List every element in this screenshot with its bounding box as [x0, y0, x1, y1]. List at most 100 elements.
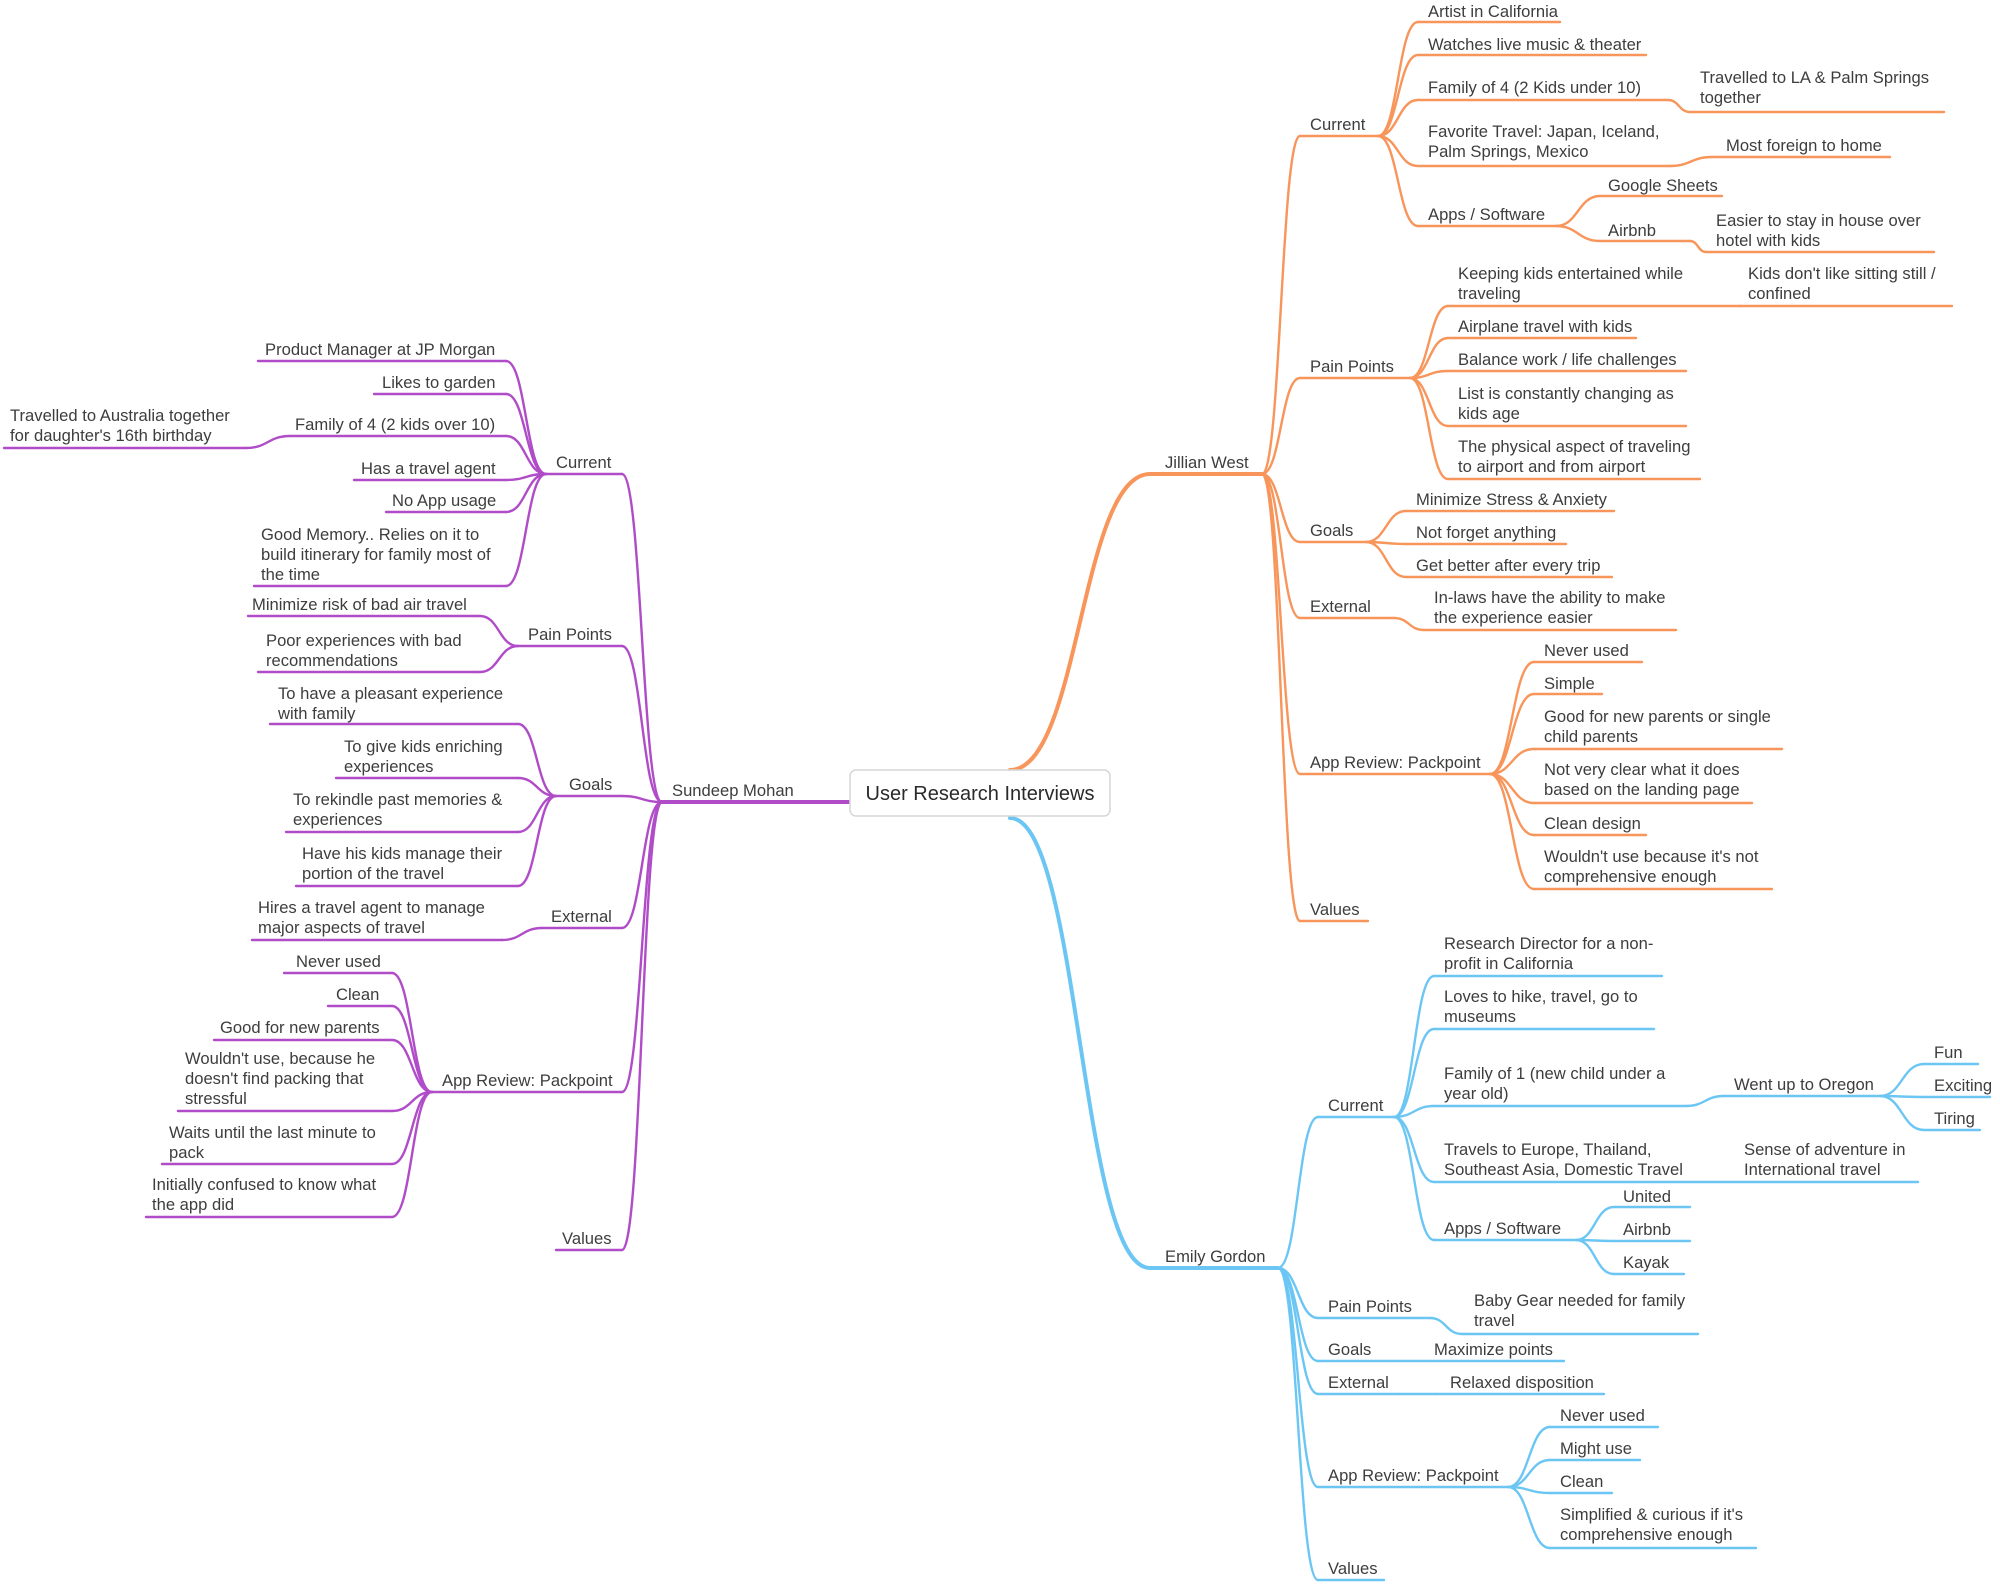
- jillian-pain-entertained-line-1[interactable]: Keeping kids entertained while: [1458, 264, 1683, 283]
- emily-apps-kayak-label[interactable]: Kayak: [1623, 1253, 1670, 1272]
- emily-app-review-label[interactable]: App Review: Packpoint: [1328, 1466, 1499, 1485]
- jillian-review-not-clear-line-1[interactable]: Not very clear what it does: [1544, 760, 1740, 779]
- sundeep-review-last-minute-line-2[interactable]: pack: [169, 1143, 205, 1162]
- jillian-external-inlaws-line-2[interactable]: the experience easier: [1434, 608, 1593, 627]
- sundeep-current-no-app-label[interactable]: No App usage: [392, 491, 496, 510]
- jillian-apps-airbnb-note-line-1[interactable]: Easier to stay in house over: [1716, 211, 1921, 230]
- jillian-pain-entertained-line-2[interactable]: traveling: [1458, 284, 1521, 303]
- sundeep-external-hires-agent-line-2[interactable]: major aspects of travel: [258, 918, 425, 937]
- sundeep-external-label[interactable]: External: [551, 907, 612, 926]
- jillian-review-good-for-parents-line-1[interactable]: Good for new parents or single: [1544, 707, 1771, 726]
- emily-current-oregon-label[interactable]: Went up to Oregon: [1734, 1075, 1874, 1094]
- sundeep-current-good-memory-line-3[interactable]: the time: [261, 565, 320, 584]
- sundeep-goal-enriching-line-1[interactable]: To give kids enriching: [344, 737, 503, 756]
- sundeep-review-last-minute-line-1[interactable]: Waits until the last minute to: [169, 1123, 376, 1142]
- sundeep-review-confused-line-1[interactable]: Initially confused to know what: [152, 1175, 377, 1194]
- jillian-review-not-comprehensive-line-1[interactable]: Wouldn't use because it's not: [1544, 847, 1759, 866]
- sundeep-review-never-used-label[interactable]: Never used: [296, 952, 381, 971]
- emily-current-label[interactable]: Current: [1328, 1096, 1384, 1115]
- sundeep-goal-enriching-line-2[interactable]: experiences: [344, 757, 433, 776]
- emily-values-label[interactable]: Values: [1328, 1559, 1378, 1578]
- jillian-goals-label[interactable]: Goals: [1310, 521, 1353, 540]
- sundeep-current-label[interactable]: Current: [556, 453, 612, 472]
- sundeep-current-australia-line-1[interactable]: Travelled to Australia together: [10, 406, 230, 425]
- jillian-apps-airbnb-note-line-2[interactable]: hotel with kids: [1716, 231, 1820, 250]
- sundeep-current-travel-agent-label[interactable]: Has a travel agent: [361, 459, 496, 478]
- emily-gordon-node-label[interactable]: Emily Gordon: [1165, 1247, 1266, 1266]
- emily-oregon-tiring-label[interactable]: Tiring: [1934, 1109, 1975, 1128]
- jillian-review-simple-label[interactable]: Simple: [1544, 674, 1595, 693]
- jillian-values-label[interactable]: Values: [1310, 900, 1360, 919]
- sundeep-mohan-node-label[interactable]: Sundeep Mohan: [672, 781, 794, 800]
- jillian-pain-list-changing-line-1[interactable]: List is constantly changing as: [1458, 384, 1674, 403]
- sundeep-goal-rekindle-line-1[interactable]: To rekindle past memories &: [293, 790, 502, 809]
- jillian-pain-airplane-label[interactable]: Airplane travel with kids: [1458, 317, 1632, 336]
- sundeep-goal-kids-manage-line-2[interactable]: portion of the travel: [302, 864, 444, 883]
- jillian-pain-sitting-still-line-1[interactable]: Kids don't like sitting still /: [1748, 264, 1936, 283]
- emily-current-research-line-1[interactable]: Research Director for a non-: [1444, 934, 1653, 953]
- emily-pain-baby-gear-line-2[interactable]: travel: [1474, 1311, 1515, 1330]
- emily-external-relaxed-label[interactable]: Relaxed disposition: [1450, 1373, 1594, 1392]
- emily-review-simplified-line-2[interactable]: comprehensive enough: [1560, 1525, 1733, 1544]
- jillian-apps-airbnb-label[interactable]: Airbnb: [1608, 221, 1656, 240]
- emily-goals-label[interactable]: Goals: [1328, 1340, 1371, 1359]
- emily-current-family-line-2[interactable]: year old): [1444, 1084, 1509, 1103]
- sundeep-pain-bad-air-travel-label[interactable]: Minimize risk of bad air travel: [252, 595, 467, 614]
- sundeep-review-confused-line-2[interactable]: the app did: [152, 1195, 234, 1214]
- sundeep-pain-poor-experiences-line-1[interactable]: Poor experiences with bad: [266, 631, 462, 650]
- jillian-goal-minimize-stress-label[interactable]: Minimize Stress & Anxiety: [1416, 490, 1608, 509]
- root-node[interactable]: [849, 769, 1111, 817]
- emily-current-loves-hike-line-2[interactable]: museums: [1444, 1007, 1516, 1026]
- emily-review-might-use-label[interactable]: Might use: [1560, 1439, 1632, 1458]
- sundeep-current-pm-label[interactable]: Product Manager at JP Morgan: [265, 340, 495, 359]
- emily-pain-baby-gear-line-1[interactable]: Baby Gear needed for family: [1474, 1291, 1686, 1310]
- jillian-current-apps-label[interactable]: Apps / Software: [1428, 205, 1545, 224]
- sundeep-current-good-memory-line-2[interactable]: build itinerary for family most of: [261, 545, 491, 564]
- sundeep-goal-rekindle-line-2[interactable]: experiences: [293, 810, 382, 829]
- sundeep-review-wouldnt-use-line-3[interactable]: stressful: [185, 1089, 247, 1108]
- emily-current-apps-label[interactable]: Apps / Software: [1444, 1219, 1561, 1238]
- emily-review-simplified-line-1[interactable]: Simplified & curious if it's: [1560, 1505, 1743, 1524]
- sundeep-review-clean-label[interactable]: Clean: [336, 985, 379, 1004]
- sundeep-current-good-memory-line-1[interactable]: Good Memory.. Relies on it to: [261, 525, 479, 544]
- jillian-current-favorite-foreign-label[interactable]: Most foreign to home: [1726, 136, 1882, 155]
- jillian-current-music-label[interactable]: Watches live music & theater: [1428, 35, 1642, 54]
- emily-oregon-exciting-label[interactable]: Exciting: [1934, 1076, 1992, 1095]
- emily-external-label[interactable]: External: [1328, 1373, 1389, 1392]
- jillian-current-label[interactable]: Current: [1310, 115, 1366, 134]
- jillian-review-not-comprehensive-line-2[interactable]: comprehensive enough: [1544, 867, 1717, 886]
- jillian-review-good-for-parents-line-2[interactable]: child parents: [1544, 727, 1638, 746]
- sundeep-app-review-label[interactable]: App Review: Packpoint: [442, 1071, 613, 1090]
- sundeep-pain-poor-experiences-line-2[interactable]: recommendations: [266, 651, 398, 670]
- emily-current-research-line-2[interactable]: profit in California: [1444, 954, 1574, 973]
- sundeep-external-hires-agent-line-1[interactable]: Hires a travel agent to manage: [258, 898, 485, 917]
- emily-pain-points-label[interactable]: Pain Points: [1328, 1297, 1412, 1316]
- jillian-review-clean-design-label[interactable]: Clean design: [1544, 814, 1641, 833]
- emily-review-never-used-label[interactable]: Never used: [1560, 1406, 1645, 1425]
- sundeep-values-label[interactable]: Values: [562, 1229, 612, 1248]
- jillian-pain-physical-line-2[interactable]: to airport and from airport: [1458, 457, 1646, 476]
- sundeep-goal-pleasant-line-1[interactable]: To have a pleasant experience: [278, 684, 503, 703]
- emily-current-family-line-1[interactable]: Family of 1 (new child under a: [1444, 1064, 1666, 1083]
- sundeep-review-wouldnt-use-line-2[interactable]: doesn't find packing that: [185, 1069, 364, 1088]
- sundeep-review-wouldnt-use-line-1[interactable]: Wouldn't use, because he: [185, 1049, 375, 1068]
- jillian-external-inlaws-line-1[interactable]: In-laws have the ability to make: [1434, 588, 1666, 607]
- jillian-review-never-used-label[interactable]: Never used: [1544, 641, 1629, 660]
- emily-goal-maximize-points-label[interactable]: Maximize points: [1434, 1340, 1553, 1359]
- jillian-apps-google-sheets-label[interactable]: Google Sheets: [1608, 176, 1718, 195]
- jillian-current-favorite-line-1[interactable]: Favorite Travel: Japan, Iceland,: [1428, 122, 1660, 141]
- emily-apps-united-label[interactable]: United: [1623, 1187, 1671, 1206]
- jillian-review-not-clear-line-2[interactable]: based on the landing page: [1544, 780, 1740, 799]
- jillian-pain-sitting-still-line-2[interactable]: confined: [1748, 284, 1811, 303]
- emily-current-loves-hike-line-1[interactable]: Loves to hike, travel, go to: [1444, 987, 1638, 1006]
- jillian-west-node-label[interactable]: Jillian West: [1165, 453, 1249, 472]
- jillian-current-family-travelled-line-2[interactable]: together: [1700, 88, 1761, 107]
- jillian-external-label[interactable]: External: [1310, 597, 1371, 616]
- emily-apps-airbnb-label[interactable]: Airbnb: [1623, 1220, 1671, 1239]
- emily-current-travels-line-1[interactable]: Travels to Europe, Thailand,: [1444, 1140, 1652, 1159]
- emily-current-adventure-line-2[interactable]: International travel: [1744, 1160, 1881, 1179]
- jillian-current-favorite-line-2[interactable]: Palm Springs, Mexico: [1428, 142, 1588, 161]
- jillian-goal-get-better-label[interactable]: Get better after every trip: [1416, 556, 1600, 575]
- jillian-goal-not-forget-label[interactable]: Not forget anything: [1416, 523, 1556, 542]
- jillian-pain-balance-label[interactable]: Balance work / life challenges: [1458, 350, 1677, 369]
